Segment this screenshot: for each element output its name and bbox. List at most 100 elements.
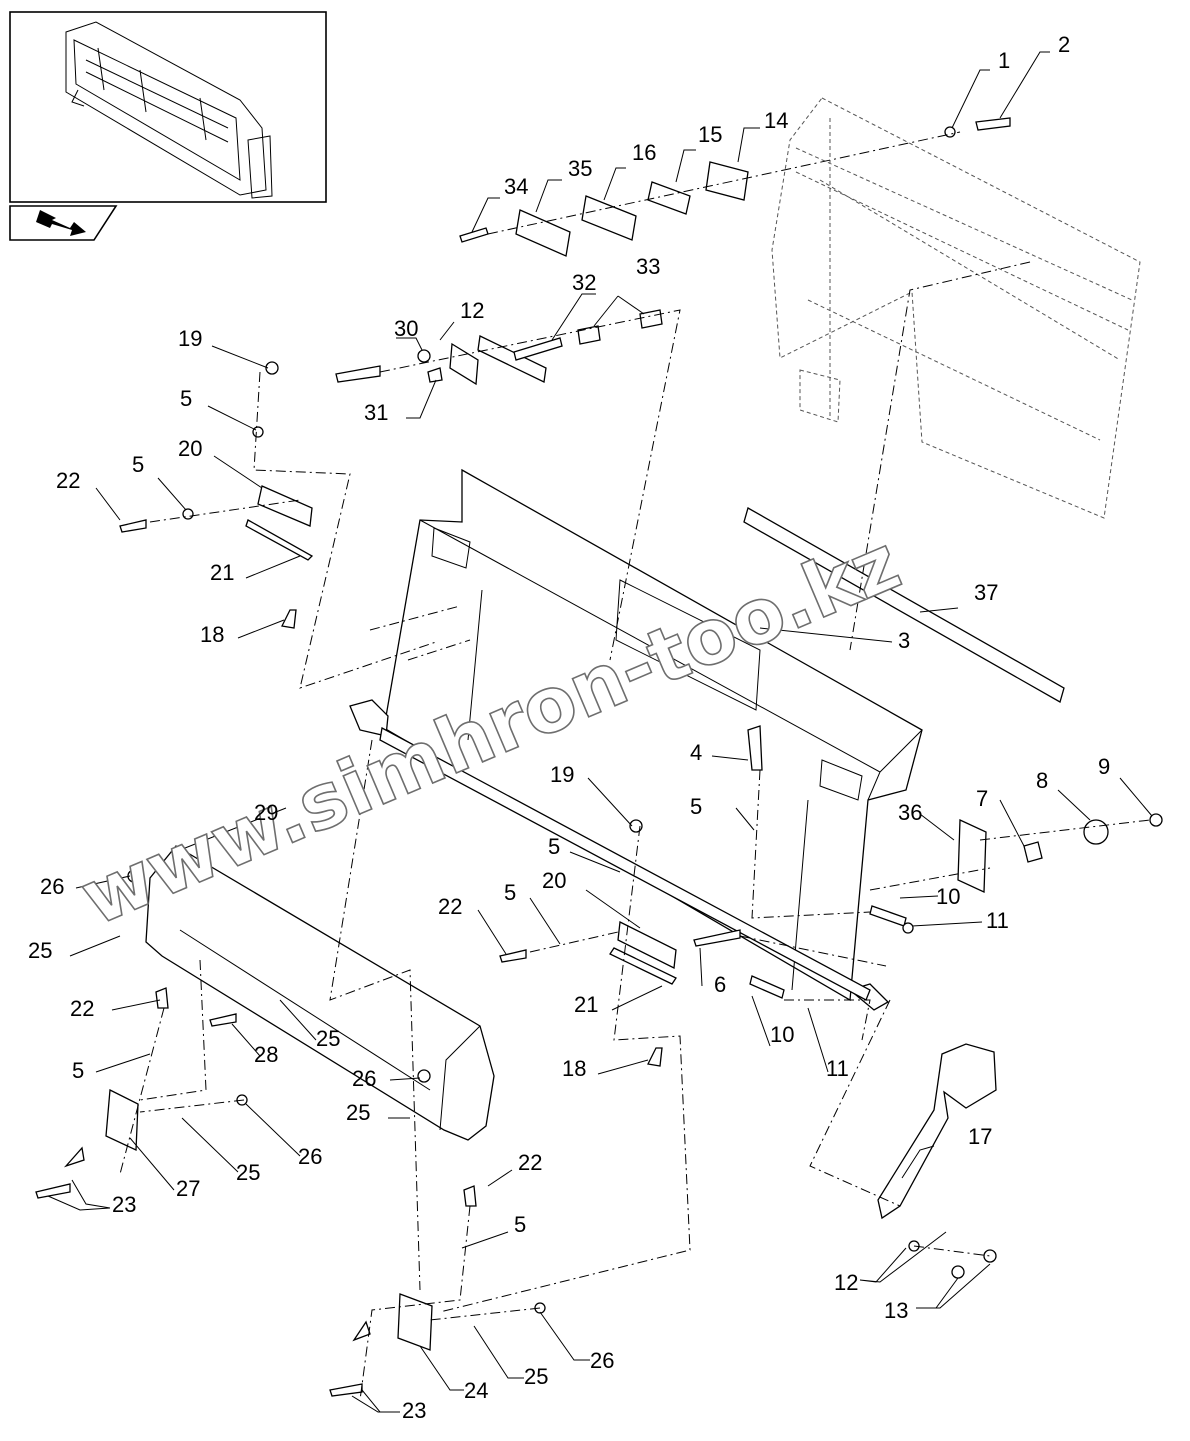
nut-13 xyxy=(951,1265,965,1279)
callout-label: 25 xyxy=(236,1160,260,1185)
nut-13b xyxy=(983,1249,997,1263)
lower-left-hardware xyxy=(35,361,763,1397)
bracket-20b xyxy=(617,921,677,969)
thumbnail-illustration xyxy=(65,21,273,199)
callout-label: 10 xyxy=(936,884,960,909)
callout-label: 18 xyxy=(562,1056,586,1081)
callout-label: 21 xyxy=(574,992,598,1017)
callout-label: 5 xyxy=(504,880,516,905)
callout-label: 5 xyxy=(514,1212,526,1237)
callout-label: 25 xyxy=(346,1100,370,1125)
bolt-34 xyxy=(459,227,489,243)
callout-label: 22 xyxy=(518,1150,542,1175)
callout-label: 10 xyxy=(770,1022,794,1047)
bolt-23a xyxy=(35,1146,85,1199)
callout-label: 27 xyxy=(176,1176,200,1201)
shim-15 xyxy=(647,181,691,215)
ghost-frame-outline xyxy=(771,97,1141,519)
callout-label: 35 xyxy=(568,156,592,181)
bolt-18a xyxy=(281,609,297,629)
washer-12 xyxy=(417,349,431,363)
plate-16 xyxy=(581,195,637,241)
bolt-28 xyxy=(209,1013,237,1027)
nut-9 xyxy=(1149,813,1163,827)
thumbnail-frame xyxy=(9,11,327,203)
washer-5b xyxy=(182,508,194,520)
callout-label: 3 xyxy=(898,628,910,653)
wear-strip xyxy=(743,507,1065,703)
callout-label: 13 xyxy=(884,1298,908,1323)
callout-label: 22 xyxy=(438,894,462,919)
callout-label: 5 xyxy=(690,794,702,819)
callout-label: 4 xyxy=(690,740,702,765)
callout-label: 16 xyxy=(632,140,656,165)
bolt-4 xyxy=(747,725,763,771)
callout-label: 26 xyxy=(298,1144,322,1169)
callout-label: 5 xyxy=(180,386,192,411)
nut-19a xyxy=(265,361,279,375)
callout-label: 5 xyxy=(548,834,560,859)
main-frame xyxy=(349,468,923,1011)
leader-lines xyxy=(47,51,1153,1413)
bolt-18b xyxy=(647,1047,663,1067)
callout-label: 23 xyxy=(402,1398,426,1423)
callout-label: 12 xyxy=(460,298,484,323)
callout-label: 22 xyxy=(70,996,94,1021)
bolt-22a xyxy=(119,519,147,533)
callout-label: 31 xyxy=(364,400,388,425)
nav-tab[interactable] xyxy=(9,205,118,241)
bracket-32 xyxy=(449,335,547,386)
callout-label: 9 xyxy=(1098,754,1110,779)
handle-17 xyxy=(877,1043,997,1220)
strip-21b xyxy=(609,947,677,985)
latch-hardware xyxy=(693,813,1163,1279)
callout-label: 15 xyxy=(698,122,722,147)
callout-label: 34 xyxy=(504,174,528,199)
plate-36 xyxy=(957,818,987,894)
bolt-2 xyxy=(975,117,1011,131)
callout-label: 23 xyxy=(112,1192,136,1217)
spacer-7 xyxy=(1023,841,1043,863)
washer-5a xyxy=(252,426,264,438)
callout-label: 19 xyxy=(550,762,574,787)
callout-label: 11 xyxy=(826,1056,849,1081)
callout-label: 19 xyxy=(178,326,202,351)
bolt-22b xyxy=(499,949,527,963)
washer-8 xyxy=(1083,819,1109,845)
top-hardware xyxy=(459,117,1011,257)
washer-1 xyxy=(944,126,956,138)
callout-label: 25 xyxy=(28,938,52,963)
bolt-23b xyxy=(329,1320,371,1397)
callout-label: 20 xyxy=(178,436,202,461)
pin-32 xyxy=(513,337,563,361)
callout-label: 7 xyxy=(976,786,988,811)
callout-label: 2 xyxy=(1058,32,1070,57)
callout-label: 32 xyxy=(572,270,596,295)
callout-label: 36 xyxy=(898,800,922,825)
callout-label: 33 xyxy=(636,254,660,279)
nut-19b xyxy=(629,819,643,833)
callout-label: 8 xyxy=(1036,768,1048,793)
cover-plate xyxy=(145,845,495,1141)
bolt-6 xyxy=(693,929,741,947)
callout-label: 37 xyxy=(974,580,998,605)
callout-label: 18 xyxy=(200,622,224,647)
callout-label: 22 xyxy=(56,468,80,493)
bolt-30 xyxy=(335,365,381,383)
callout-label: 12 xyxy=(834,1270,858,1295)
bolt-22cd xyxy=(155,987,477,1207)
callout-labels: 1 2 14 15 16 35 34 32 33 30 12 31 19 5 2… xyxy=(28,32,1110,1423)
callout-label: 26 xyxy=(590,1348,614,1373)
strip-21a xyxy=(245,519,314,561)
plate-35 xyxy=(515,209,571,257)
callout-label: 20 xyxy=(542,868,566,893)
callout-label: 25 xyxy=(316,1026,340,1051)
callout-label: 26 xyxy=(40,874,64,899)
callout-label: 29 xyxy=(254,800,278,825)
callout-label: 11 xyxy=(986,908,1009,933)
return-arrow-icon[interactable] xyxy=(36,210,86,236)
assembly-lines xyxy=(119,131,1151,1401)
callout-label: 1 xyxy=(998,48,1010,73)
shim-14 xyxy=(705,161,749,201)
